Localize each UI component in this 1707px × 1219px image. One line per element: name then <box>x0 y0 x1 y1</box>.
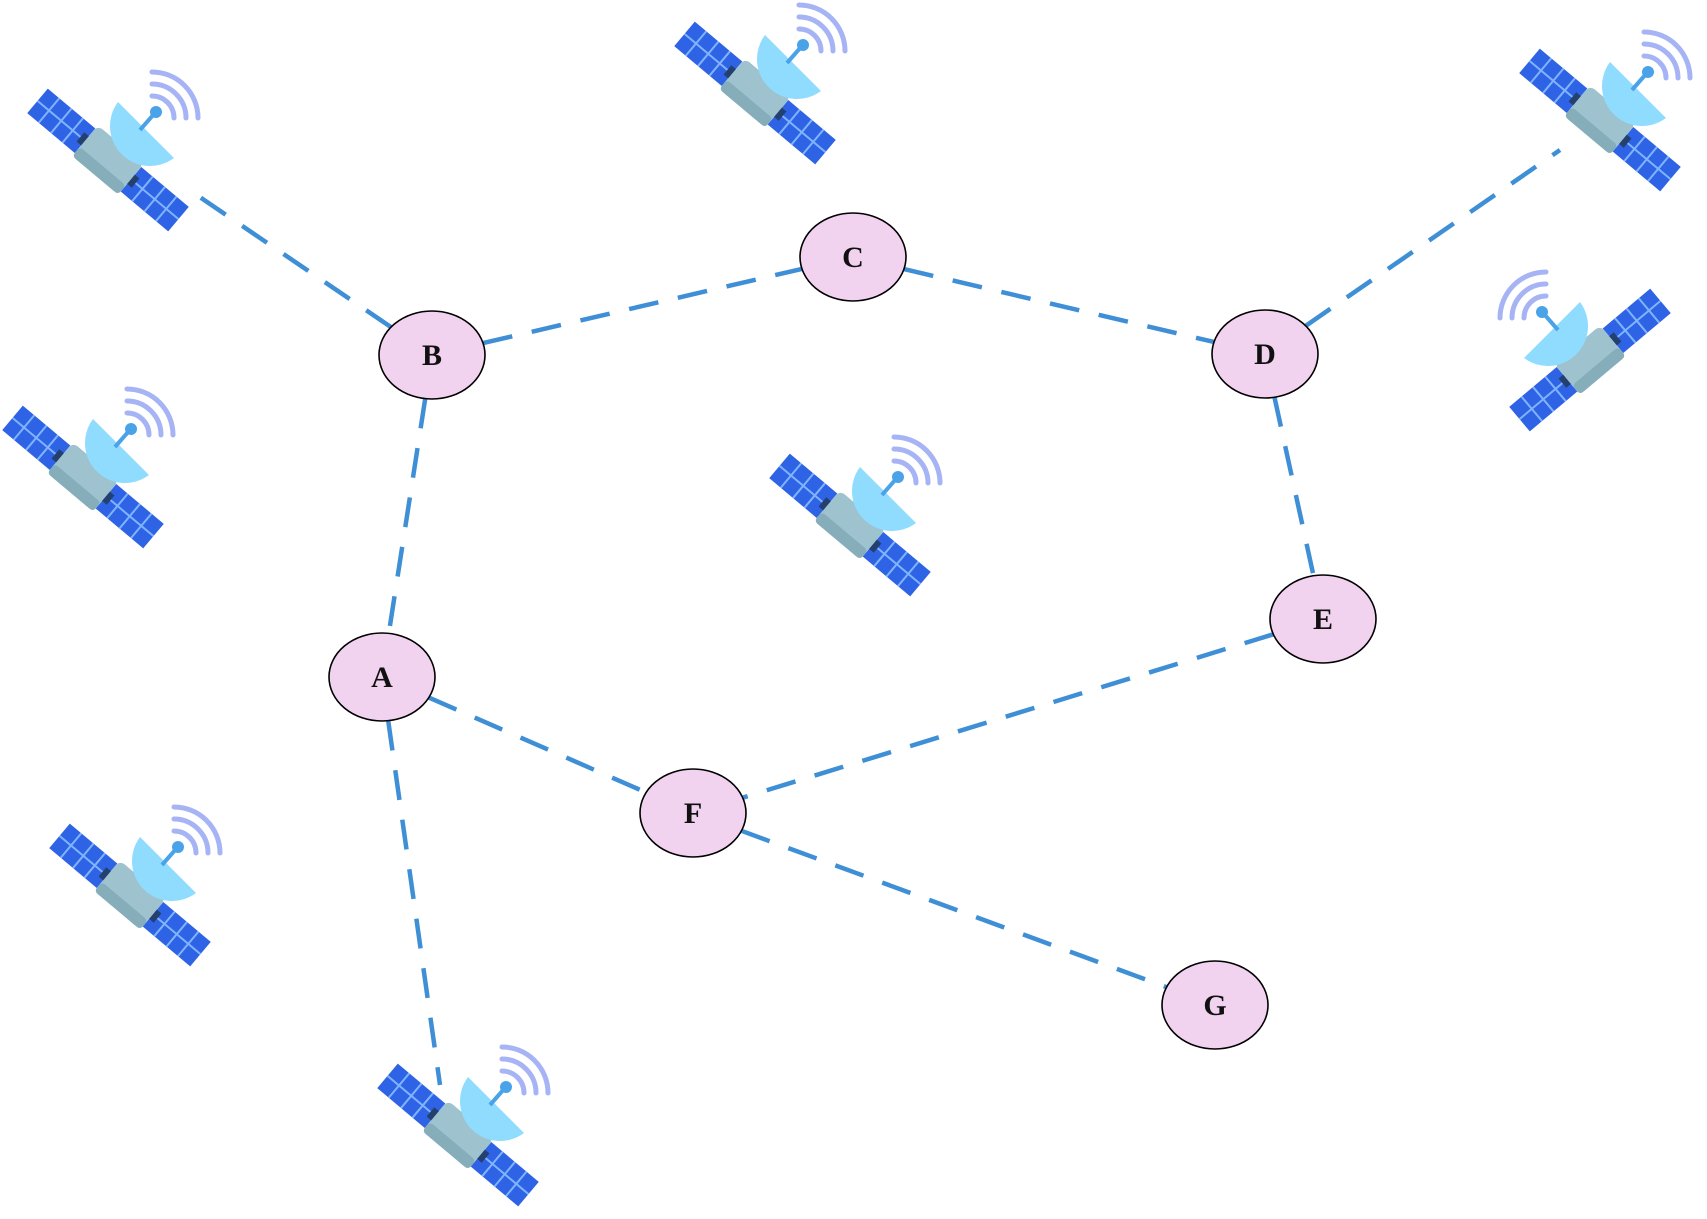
node-circle <box>328 632 436 722</box>
satellite-icon <box>767 437 940 599</box>
edge-b-c <box>482 266 803 346</box>
edge-f-g <box>740 828 1168 990</box>
satellite-icon <box>47 807 220 969</box>
node-label: E <box>1313 603 1333 636</box>
node-circle <box>1161 960 1269 1050</box>
satellite-icon <box>375 1047 548 1209</box>
edge-c-d <box>903 266 1215 345</box>
edge-d-satellite-top-right <box>1304 148 1562 328</box>
node-label: C <box>842 241 864 274</box>
node-g: G <box>1161 960 1269 1050</box>
node-label: D <box>1254 338 1276 371</box>
satellite-icon <box>1500 272 1673 434</box>
edge-d-e <box>1272 396 1316 577</box>
node-circle <box>1211 309 1319 399</box>
node-a: A <box>328 632 436 722</box>
node-label: B <box>422 339 442 372</box>
satellite-icon <box>25 72 198 234</box>
node-label: F <box>684 797 702 830</box>
node-f: F <box>639 768 747 858</box>
node-e: E <box>1269 574 1377 664</box>
satellite-icon <box>0 389 173 551</box>
node-label: G <box>1203 989 1226 1022</box>
edge-b-satellite-top-left <box>183 185 393 329</box>
node-c: C <box>799 212 907 302</box>
satellite-icon <box>1517 32 1690 194</box>
edge-b-a <box>386 398 428 634</box>
node-circle <box>639 768 747 858</box>
node-circle <box>378 310 486 400</box>
node-label: A <box>371 661 393 694</box>
edge-a-f <box>427 695 648 795</box>
node-circle <box>799 212 907 302</box>
edge-e-f <box>742 632 1274 800</box>
node-circle <box>1269 574 1377 664</box>
edge-a-satellite-bottom <box>385 720 443 1086</box>
node-d: D <box>1211 309 1319 399</box>
node-b: B <box>378 310 486 400</box>
satellite-icon <box>672 5 845 167</box>
